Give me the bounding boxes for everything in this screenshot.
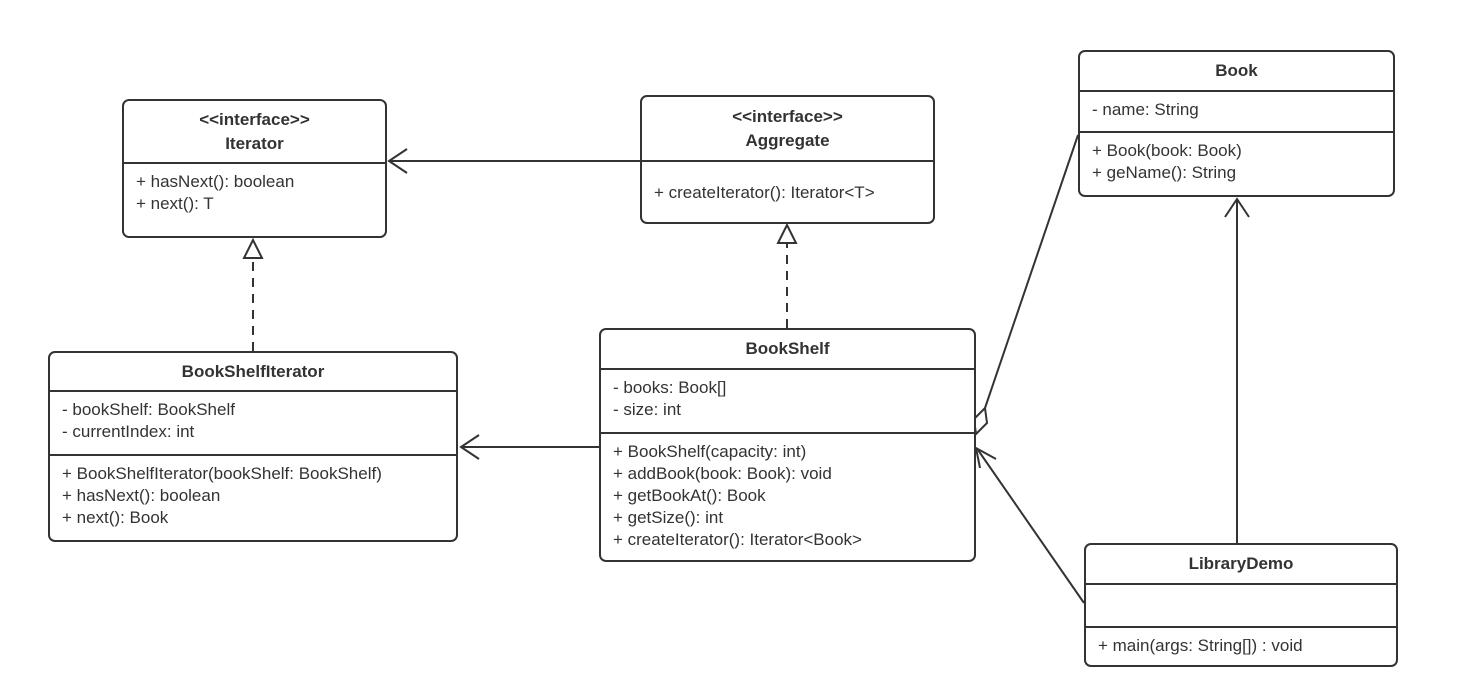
- methods-compartment: + Book(book: Book) + geName(): String: [1080, 131, 1393, 195]
- edge-librarydemo-to-book: [1224, 197, 1250, 543]
- hollow-triangle-arrowhead: [242, 237, 264, 259]
- edge-bookshelf-to-bookshelfiterator: [459, 434, 599, 460]
- edge-aggregate-to-iterator: [387, 148, 640, 174]
- method-item: + getBookAt(): Book: [613, 486, 766, 505]
- class-librarydemo[interactable]: LibraryDemo + main(args: String[]) : voi…: [1084, 543, 1398, 667]
- class-header: <<interface>> Iterator: [124, 101, 385, 162]
- method-item: + createIterator(): Iterator<T>: [654, 183, 875, 202]
- attribute-item: - bookShelf: BookShelf: [62, 400, 235, 419]
- method-item: + next(): Book: [62, 508, 169, 527]
- attribute-item: - size: int: [613, 400, 682, 419]
- method-item: + hasNext(): boolean: [136, 172, 295, 191]
- method-item: + main(args: String[]) : void: [1098, 636, 1303, 655]
- attribute-item: - currentIndex: int: [62, 422, 195, 441]
- method-item: + hasNext(): boolean: [62, 486, 221, 505]
- class-bookshelf[interactable]: BookShelf - books: Book[] - size: int + B…: [599, 328, 976, 562]
- methods-compartment: + BookShelf(capacity: int) + addBook(book…: [601, 432, 974, 560]
- edge-bookshelf-aggregates-book: [972, 134, 1079, 437]
- class-name: BookShelf: [745, 339, 830, 358]
- method-item: + next(): T: [136, 194, 214, 213]
- method-item: + addBook(book: Book): void: [613, 464, 832, 483]
- method-item: + getSize(): int: [613, 508, 724, 527]
- attributes-compartment: - bookShelf: BookShelf - currentIndex: in…: [50, 390, 456, 454]
- method-item: + createIterator(): Iterator<Book>: [613, 530, 862, 549]
- method-item: + BookShelfIterator(bookShelf: BookShelf…: [62, 464, 382, 483]
- edge-line: [984, 134, 1079, 409]
- methods-compartment: + main(args: String[]) : void: [1086, 626, 1396, 665]
- edge-line: [977, 449, 1085, 604]
- method-item: + geName(): String: [1092, 163, 1237, 182]
- methods-compartment: + BookShelfIterator(bookShelf: BookShelf…: [50, 454, 456, 540]
- class-header: <<interface>> Aggregate: [642, 97, 933, 160]
- open-arrowhead: [1224, 197, 1250, 218]
- attributes-compartment: - books: Book[] - size: int: [601, 368, 974, 432]
- class-header: Book: [1080, 52, 1393, 90]
- class-name: BookShelfIterator: [181, 361, 325, 381]
- class-name: Iterator: [225, 133, 284, 153]
- stereotype-label: <<interface>>: [732, 106, 843, 126]
- method-item: + Book(book: Book): [1092, 141, 1242, 160]
- class-header: LibraryDemo: [1086, 545, 1396, 583]
- class-name: Aggregate: [745, 130, 830, 150]
- attribute-item: - name: String: [1092, 100, 1199, 119]
- attributes-compartment: - name: String: [1080, 90, 1393, 131]
- attributes-compartment: [1086, 583, 1396, 626]
- methods-compartment: + createIterator(): Iterator<T>: [642, 160, 933, 222]
- open-arrowhead: [974, 446, 997, 469]
- hollow-triangle-arrowhead: [776, 222, 798, 244]
- attribute-item: - books: Book[]: [613, 378, 727, 397]
- edge-librarydemo-to-bookshelf: [974, 446, 1085, 604]
- open-arrowhead: [387, 148, 408, 174]
- class-iterator[interactable]: <<interface>> Iterator + hasNext(): bool…: [122, 99, 387, 238]
- edge-bookshelfiterator-realizes-iterator: [242, 237, 264, 351]
- open-arrowhead: [459, 434, 480, 460]
- edge-bookshelf-realizes-aggregate: [776, 222, 798, 328]
- method-item: + BookShelf(capacity: int): [613, 442, 807, 461]
- class-name: Book: [1215, 61, 1258, 80]
- class-aggregate[interactable]: <<interface>> Aggregate + createIterator…: [640, 95, 935, 224]
- class-book[interactable]: Book - name: String + Book(book: Book)+ …: [1078, 50, 1395, 197]
- class-header: BookShelfIterator: [50, 353, 456, 390]
- stereotype-label: <<interface>>: [199, 109, 310, 129]
- class-header: BookShelf: [601, 330, 974, 368]
- methods-compartment: + hasNext(): boolean + next(): T: [124, 162, 385, 236]
- class-bookshelfiterator[interactable]: BookShelfIterator - bookShelf: BookShelf…: [48, 351, 458, 542]
- class-name: LibraryDemo: [1188, 554, 1294, 573]
